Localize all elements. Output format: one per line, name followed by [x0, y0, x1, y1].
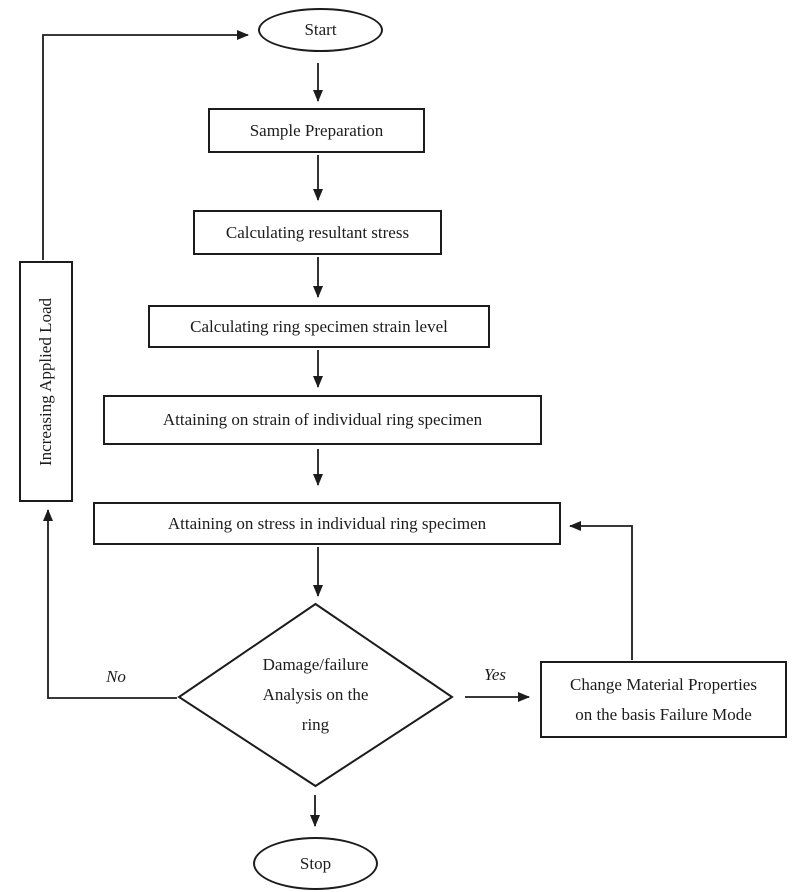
- decision-line-3: ring: [301, 715, 330, 734]
- node-increasing-applied-load: Increasing Applied Load: [19, 261, 73, 502]
- node-attaining-strain-label: Attaining on strain of individual ring s…: [162, 410, 483, 429]
- node-calculating-resultant-stress-label: Calculating resultant stress: [225, 222, 410, 242]
- decision-diamond-shape: [177, 602, 454, 788]
- node-attaining-stress: Attaining on stress in individual ring s…: [93, 502, 561, 545]
- node-start-label: Start: [304, 20, 337, 39]
- node-sample-preparation: Sample Preparation: [208, 108, 425, 153]
- node-start: Start: [258, 8, 383, 52]
- node-attaining-stress-label: Attaining on stress in individual ring s…: [167, 513, 487, 533]
- node-stop-label: Stop: [299, 853, 332, 873]
- edge-no-to-increasing-load: [43, 509, 177, 699]
- node-calculating-resultant-stress: Calculating resultant stress: [193, 210, 442, 255]
- node-stop: Stop: [253, 837, 378, 890]
- node-calculating-strain-level-label: Calculating ring specimen strain level: [190, 316, 448, 336]
- decision-line-1: Damage/failure: [262, 655, 369, 674]
- node-decision-label: Damage/failure Analysis on the ring: [240, 650, 391, 740]
- change-material-line-2: on the basis Failure Mode: [575, 704, 752, 724]
- node-increasing-applied-load-label: Increasing Applied Load: [36, 297, 55, 466]
- node-change-material-properties: Change Material Properties on the basis …: [540, 661, 787, 738]
- edge-increasing-load-to-start: [42, 30, 249, 260]
- edge-label-no: No: [106, 667, 126, 686]
- node-attaining-strain: Attaining on strain of individual ring s…: [103, 395, 542, 445]
- node-calculating-strain-level: Calculating ring specimen strain level: [148, 305, 490, 348]
- node-sample-preparation-label: Sample Preparation: [249, 120, 384, 140]
- edge-label-yes: Yes: [483, 665, 507, 684]
- change-material-line-1: Change Material Properties: [570, 674, 757, 694]
- edge-change-material-to-attaining-stress: [569, 521, 633, 660]
- decision-line-2: Analysis on the: [262, 685, 369, 704]
